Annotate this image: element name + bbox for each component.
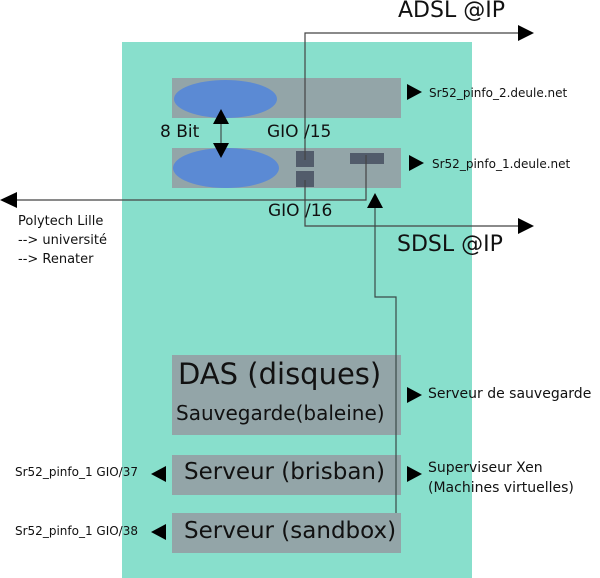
arrow-right-icon xyxy=(409,155,424,171)
server-name: Serveur (brisban) xyxy=(184,459,385,485)
stack-arrow-up-icon xyxy=(213,109,229,124)
switch-top-host: Sr52_pinfo_2.deule.net xyxy=(429,86,568,100)
switch-sr52-pinfo-1[interactable] xyxy=(172,148,401,188)
server-sandbox-port: Sr52_pinfo_1 GIO/38 xyxy=(15,524,138,538)
role-line: Superviseur Xen xyxy=(428,460,543,476)
adsl-link-line xyxy=(304,32,520,160)
arrow-right-icon xyxy=(407,84,422,100)
port-16-label: GIO /16 xyxy=(268,201,333,221)
uplink-arrow-icon xyxy=(367,193,383,208)
server-brisban-port: Sr52_pinfo_1 GIO/37 xyxy=(15,465,138,479)
polytech-label: Polytech Lille --> université --> Renate… xyxy=(18,212,107,269)
stack-arrow-down-icon xyxy=(213,143,229,158)
das-box[interactable]: DAS (disques) Sauvegarde(baleine) xyxy=(172,355,401,435)
stack-link-label: 8 Bit xyxy=(160,122,200,142)
arrow-right-icon xyxy=(407,466,422,482)
switch-module-ellipse xyxy=(174,80,277,118)
das-title: DAS (disques) xyxy=(178,357,382,391)
polytech-link-line xyxy=(15,155,367,201)
das-role-label: Serveur de sauvegarde xyxy=(428,386,592,402)
sdsl-arrow-icon xyxy=(518,218,534,234)
sdsl-link-line xyxy=(304,180,520,227)
switch-module-ellipse xyxy=(173,148,279,188)
switch-sr52-pinfo-2[interactable] xyxy=(172,78,401,118)
polytech-line: Polytech Lille xyxy=(18,214,104,229)
das-uplink-line xyxy=(374,200,397,513)
das-subtitle: Sauvegarde(baleine) xyxy=(176,401,385,425)
role-line: (Machines virtuelles) xyxy=(428,480,574,496)
arrow-left-icon xyxy=(151,466,166,482)
port-uplink[interactable] xyxy=(350,153,384,164)
adsl-arrow-icon xyxy=(518,25,534,41)
server-brisban[interactable]: Serveur (brisban) xyxy=(172,455,401,495)
switch-bottom-host: Sr52_pinfo_1.deule.net xyxy=(432,157,571,171)
arrow-left-icon xyxy=(151,524,166,540)
port-15-label: GIO /15 xyxy=(267,122,332,142)
polytech-line: --> université xyxy=(18,233,108,248)
server-sandbox[interactable]: Serveur (sandbox) xyxy=(172,513,401,553)
polytech-arrow-icon xyxy=(0,192,17,208)
sdsl-label: SDSL @IP xyxy=(397,232,503,257)
server-name: Serveur (sandbox) xyxy=(184,518,397,544)
arrow-right-icon xyxy=(407,387,422,403)
polytech-line: --> Renater xyxy=(18,252,94,267)
port-gio-16[interactable] xyxy=(296,171,314,187)
adsl-label: ADSL @IP xyxy=(398,0,505,23)
server-brisban-role: Superviseur Xen (Machines virtuelles) xyxy=(428,458,574,498)
